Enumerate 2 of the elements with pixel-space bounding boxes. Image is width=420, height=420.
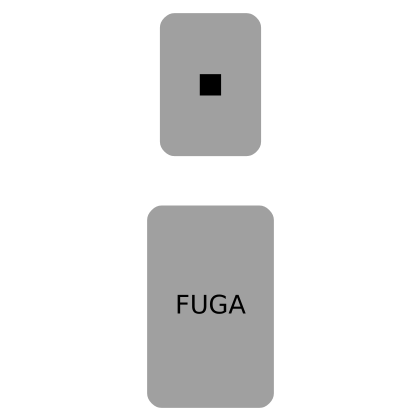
node-box: FUGA [146,205,274,408]
node-box: ■ [159,12,261,156]
